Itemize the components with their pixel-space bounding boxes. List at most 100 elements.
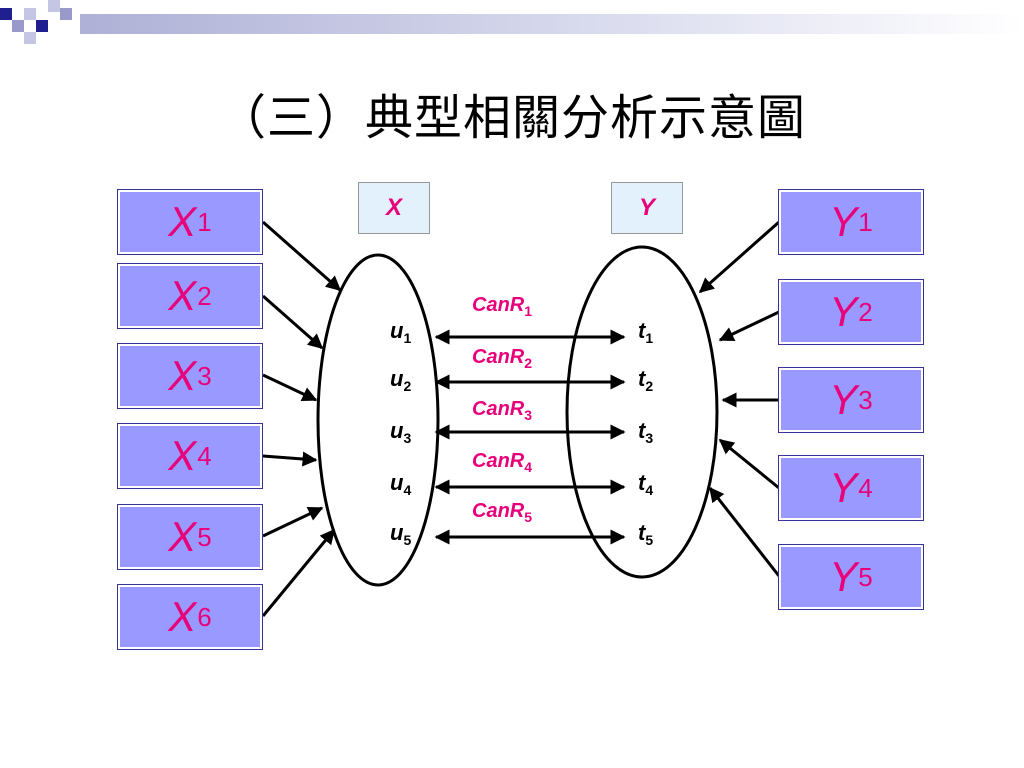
t-variate-5: t5 (638, 520, 653, 548)
arrow-x1 (262, 220, 342, 292)
canr-sub: 1 (524, 303, 533, 319)
canr-name: CanR (472, 398, 525, 420)
canr-name: CanR (472, 500, 525, 522)
u-ellipse (316, 253, 440, 587)
slide-title: （三）典型相關分析示意圖 (217, 90, 806, 146)
t-var-name: t (638, 470, 646, 495)
y-var-name: Y (829, 376, 858, 423)
header-square-dark-2 (36, 20, 48, 32)
x-var-name: X (168, 593, 197, 640)
y-var-name: Y (829, 288, 858, 335)
u-var-sub: 1 (403, 330, 412, 346)
arrow-x3 (262, 373, 318, 402)
x-var-name: X (168, 432, 197, 479)
arrow-y4 (718, 438, 780, 490)
header-square-pale-2 (48, 0, 60, 12)
header-square-pale-3 (24, 32, 36, 44)
x-var-sub: 5 (197, 522, 212, 552)
x-var-sub: 3 (197, 361, 212, 391)
u-variate-5: u5 (390, 520, 411, 548)
u-variate-1: u1 (390, 318, 411, 346)
u-variate-4: u4 (390, 470, 411, 498)
t-var-name: t (638, 418, 646, 443)
u-variate-2: u2 (390, 366, 411, 394)
y-var-sub: 2 (858, 297, 873, 327)
t-var-name: t (638, 520, 646, 545)
x-set-label: X (358, 182, 430, 234)
canr-name: CanR (472, 450, 525, 472)
t-variate-2: t2 (638, 366, 653, 394)
t-var-sub: 5 (645, 532, 654, 548)
canr-sub: 3 (524, 407, 533, 423)
y-var-sub: 1 (858, 207, 873, 237)
header-square-light-2 (60, 8, 72, 20)
x-var-sub: 2 (197, 281, 212, 311)
x-var-name: X (168, 198, 197, 245)
x-var-name: X (168, 513, 197, 560)
header-square-pale (24, 8, 36, 20)
arrow-x5 (262, 506, 324, 538)
u-var-name: u (390, 470, 404, 495)
t-var-sub: 1 (645, 330, 654, 346)
x-var-name: X (168, 272, 197, 319)
u-var-name: u (390, 418, 404, 443)
x-var-sub: 6 (197, 602, 212, 632)
u-var-sub: 3 (403, 430, 412, 446)
y-var-sub: 3 (858, 385, 873, 415)
canr-label-5: CanR5 (472, 500, 532, 525)
arrow-x4 (262, 451, 318, 467)
u-var-name: u (390, 520, 404, 545)
y-set-label: Y (611, 182, 683, 234)
header-square-light (12, 20, 24, 32)
arrow-x6 (261, 528, 336, 617)
canr-label-4: CanR4 (472, 450, 532, 475)
y-var-sub: 5 (858, 562, 873, 592)
y-var-name: Y (829, 198, 858, 245)
arrow-y5 (708, 486, 781, 577)
t-var-name: t (638, 366, 646, 391)
arrow-x2 (262, 294, 324, 350)
u-var-sub: 2 (403, 378, 412, 394)
u-var-sub: 5 (403, 532, 412, 548)
x-var-sub: 1 (197, 207, 212, 237)
t-var-sub: 2 (645, 378, 654, 394)
t-var-name: t (638, 318, 646, 343)
canr-name: CanR (472, 346, 525, 368)
arrow-y2 (718, 310, 780, 342)
u-variate-3: u3 (390, 418, 411, 446)
canr-sub: 2 (524, 355, 533, 371)
canr-sub: 5 (524, 509, 533, 525)
canr-label-3: CanR3 (472, 398, 532, 423)
y-var-name: Y (829, 464, 858, 511)
u-var-name: u (390, 366, 404, 391)
t-variate-1: t1 (638, 318, 653, 346)
x-var-sub: 4 (197, 441, 212, 471)
u-var-sub: 4 (403, 482, 412, 498)
header-square-dark (0, 8, 12, 20)
y-var-name: Y (829, 553, 858, 600)
header-gradient-bar (80, 14, 1024, 34)
canr-label-2: CanR2 (472, 346, 532, 371)
t-var-sub: 3 (645, 430, 654, 446)
t-var-sub: 4 (645, 482, 654, 498)
canr-sub: 4 (524, 459, 533, 475)
x-var-name: X (168, 352, 197, 399)
arrow-y1 (698, 220, 780, 294)
canr-label-1: CanR1 (472, 294, 532, 319)
y-var-sub: 4 (858, 473, 873, 503)
t-variate-4: t4 (638, 470, 653, 498)
canr-name: CanR (472, 294, 525, 316)
u-var-name: u (390, 318, 404, 343)
